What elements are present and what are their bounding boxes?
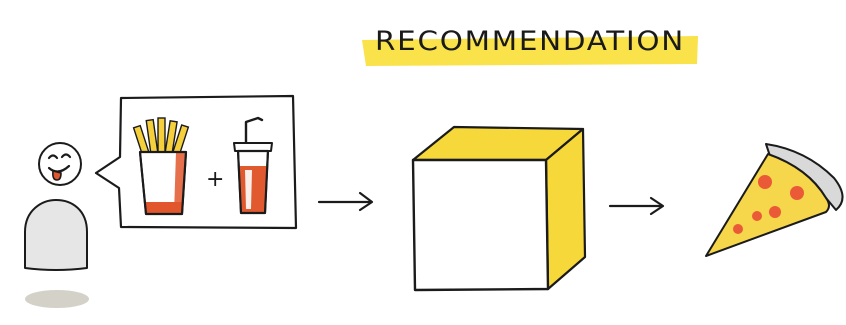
pepperoni [758,175,772,189]
plus-icon: + [206,167,224,192]
person-body [25,200,87,270]
pepperoni [769,206,781,218]
cup-red-band [239,166,267,213]
pepperoni [752,211,762,221]
pizza-slice-icon [706,144,843,256]
cup-white-stripe [245,170,252,209]
person-shadow [25,290,89,308]
arrow-right-icon [610,198,663,214]
page-title: RECOMMENDATION [375,26,685,57]
face-tongue [53,171,61,180]
pepperoni [733,224,743,234]
pepperoni [790,186,804,200]
person-icon [25,143,89,308]
box-front-face [413,160,548,290]
speech-bubble-icon: + [96,96,296,228]
arrow-right-icon [319,193,372,210]
title-group: RECOMMENDATION [362,26,698,66]
tongue-out-face-icon [39,143,81,185]
cup-lid [234,143,272,151]
recommender-box-icon [413,127,585,290]
